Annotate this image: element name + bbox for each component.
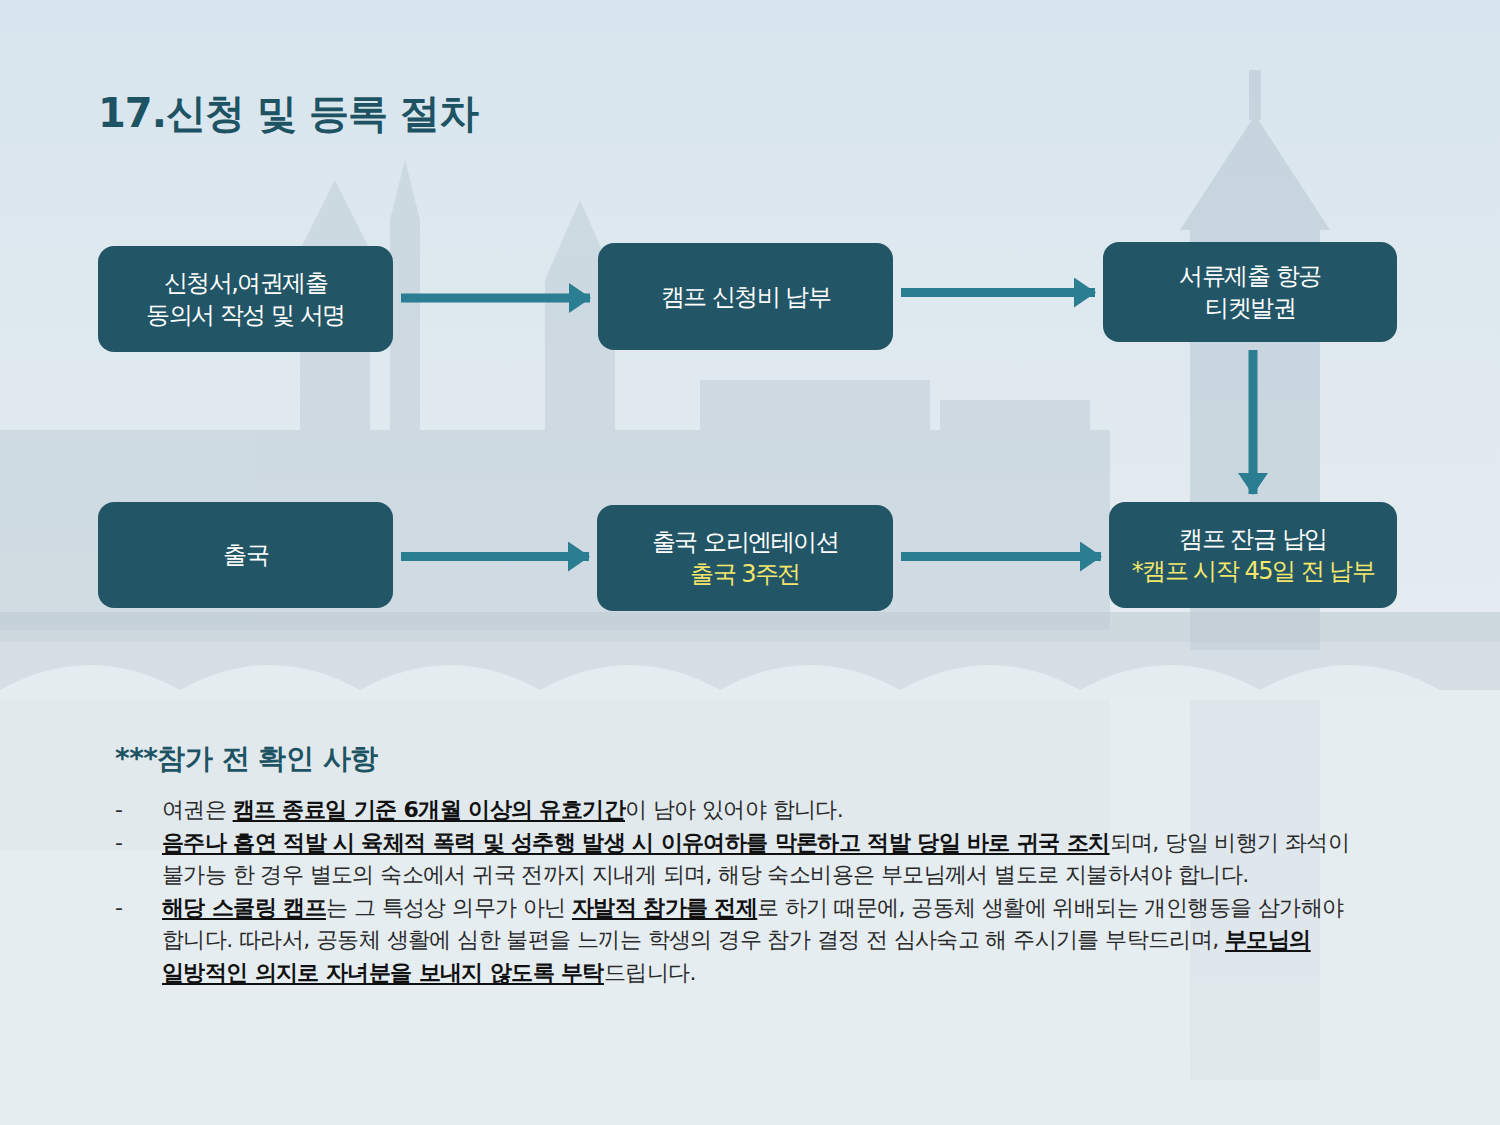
tower-reflection xyxy=(1190,700,1320,1080)
process-box: 출국 xyxy=(98,502,393,608)
step-note: 출국 3주전 xyxy=(690,558,800,590)
page-title: 17.신청 및 등록 절차 xyxy=(98,86,478,141)
bullet-dash: - xyxy=(115,827,122,860)
emphasis-text: 해당 스쿨링 캠프 xyxy=(162,895,326,920)
parliament-reflection xyxy=(0,700,1110,850)
notice-item: - 여권은 캠프 종료일 기준 6개월 이상의 유효기간이 남아 있어야 합니다. xyxy=(115,794,1355,827)
bullet-dash: - xyxy=(115,892,122,925)
process-box: 신청서,여권제출 동의서 작성 및 서명 xyxy=(98,246,393,352)
process-box: 캠프 신청비 납부 xyxy=(598,243,893,350)
process-box: 캠프 잔금 납입*캠프 시작 45일 전 납부 xyxy=(1109,502,1397,608)
emphasis-text: 자발적 참가를 전제 xyxy=(572,895,757,920)
flow-arrow xyxy=(401,294,590,303)
notice-item: - 음주나 흡연 적발 시 육체적 폭력 및 성추행 발생 시 이유여하를 막론하… xyxy=(115,827,1355,892)
notes-heading: ***참가 전 확인 사항 xyxy=(115,740,378,778)
flow-arrow xyxy=(401,552,589,561)
emphasis-text: 캠프 종료일 기준 6개월 이상의 유효기간 xyxy=(233,797,625,822)
notes-list: - 여권은 캠프 종료일 기준 6개월 이상의 유효기간이 남아 있어야 합니다.… xyxy=(115,794,1355,989)
step-label: 서류제출 항공 티켓발권 xyxy=(1150,260,1350,324)
spire-top xyxy=(390,160,420,220)
notice-item: -해당 스쿨링 캠프는 그 특성상 의무가 아닌 자발적 참가를 전제로 하기 … xyxy=(115,892,1355,990)
bridge-arches xyxy=(0,642,1500,690)
emphasis-text: 음주나 흡연 적발 시 육체적 폭력 및 성추행 발생 시 이유여하를 막론하고… xyxy=(162,830,1110,855)
step-label: 캠프 신청비 납부 xyxy=(661,281,831,313)
step-label: 신청서,여권제출 동의서 작성 및 서명 xyxy=(138,267,353,331)
process-box: 서류제출 항공 티켓발권 xyxy=(1103,242,1397,342)
process-box: 출국 오리엔테이션출국 3주전 xyxy=(597,505,893,611)
flow-arrow xyxy=(901,552,1101,561)
river-water xyxy=(0,690,1500,1125)
flow-arrow xyxy=(901,288,1095,297)
bridge-deck xyxy=(0,612,1500,642)
step-label: 캠프 잔금 납입 xyxy=(1179,523,1326,555)
notice-text: 여권은 xyxy=(162,797,226,822)
notice-text: 드립니다. xyxy=(604,960,696,985)
notice-text: 는 그 특성상 의무가 아닌 xyxy=(326,895,566,920)
step-label: 출국 xyxy=(223,539,268,571)
parliament-spire xyxy=(390,220,420,630)
step-note: *캠프 시작 45일 전 납부 xyxy=(1132,555,1375,587)
parliament-wing xyxy=(940,400,1090,630)
clock-tower-pinnacle xyxy=(1249,70,1261,120)
bullet-dash: - xyxy=(115,794,122,827)
notice-text: 이 남아 있어야 합니다. xyxy=(625,797,843,822)
step-label: 출국 오리엔테이션 xyxy=(652,526,838,558)
parliament-silhouette xyxy=(0,160,1110,630)
flow-arrow xyxy=(1249,350,1258,494)
clock-tower-roof xyxy=(1180,115,1330,230)
tower-roof xyxy=(300,180,370,250)
